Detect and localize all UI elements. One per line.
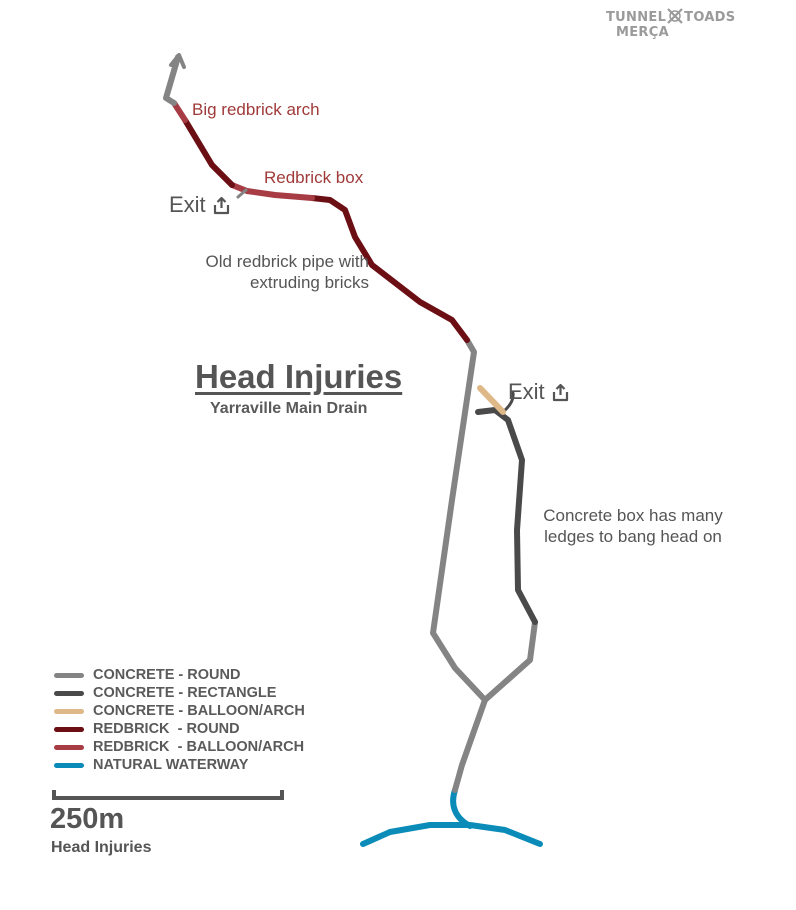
legend-item: REDBRICK - BALLOON/ARCH [54,738,305,756]
concrete-rectangle-branch [475,407,538,625]
legend-swatch [54,726,84,732]
exit-left: Exit [169,192,231,218]
legend-item: NATURAL WATERWAY [54,756,305,774]
legend-label: CONCRETE - ROUND [93,667,241,683]
exit-right: Exit [508,379,570,405]
legend-swatch [54,690,84,696]
share-exit-icon [213,196,229,214]
legend-label: CONCRETE - RECTANGLE [93,685,277,701]
concrete-box-note-line2: ledges to bang head on [544,527,722,546]
old-pipe-note-line2: extruding bricks [249,273,369,292]
concrete-round-branch [482,619,538,703]
concrete-box-note: Concrete box has many ledges to bang hea… [533,505,733,547]
legend-label: REDBRICK - ROUND [93,721,240,737]
brand-logo: TUNNEL TOADS MERÇA [606,8,796,40]
legend-item: CONCRETE - RECTANGLE [54,684,305,702]
redbrick-round-segment-lower [309,195,470,343]
big-arch-label: Big redbrick arch [192,100,320,119]
legend-item: CONCRETE - ROUND [54,666,305,684]
exit-label: Exit [169,192,206,217]
north-arrow-icon [169,53,186,69]
natural-waterway-inlet [450,787,473,829]
old-pipe-note: Old redbrick pipe with extruding bricks [176,251,369,293]
brand-toads: TOADS [684,10,736,25]
scale-value: 250m [50,803,125,835]
concrete-round-trunk [430,337,488,793]
redbrick-box-segment [229,182,315,201]
share-exit-icon [552,383,568,401]
concrete-round-top [163,54,181,106]
legend-item: CONCRETE - BALLOON/ARCH [54,702,305,720]
map-title: Head Injuries [195,358,403,395]
legend-label: NATURAL WATERWAY [93,757,249,773]
big-redbrick-arch-segment [171,100,188,123]
legend-swatch [54,762,84,768]
concrete-box-note-line1: Concrete box has many [543,506,723,525]
scale-bar [52,790,284,800]
concrete-arch-segment [477,385,506,415]
scale-caption: Head Injuries [51,839,152,856]
map-subtitle: Yarraville Main Drain [210,400,368,417]
old-pipe-note-line1: Old redbrick pipe with [205,252,369,271]
legend-swatch [54,744,84,750]
legend-label: REDBRICK - BALLOON/ARCH [93,739,305,755]
redbrick-box-label: Redbrick box [264,168,364,187]
redbrick-round-segment-upper [182,117,235,188]
exit-spur-left [236,188,248,199]
exit-label: Exit [508,379,545,404]
legend-item: REDBRICK - ROUND [54,720,305,738]
legend-swatch [54,672,84,678]
brand-merca: MERÇA [616,25,669,40]
natural-waterway [360,822,543,847]
crossed-shovels-icon [667,8,683,24]
brand-tunnel: TUNNEL [606,10,667,25]
legend-label: CONCRETE - BALLOON/ARCH [93,703,305,719]
legend: CONCRETE - ROUND CONCRETE - RECTANGLE CO… [54,666,305,774]
legend-swatch [54,708,84,714]
